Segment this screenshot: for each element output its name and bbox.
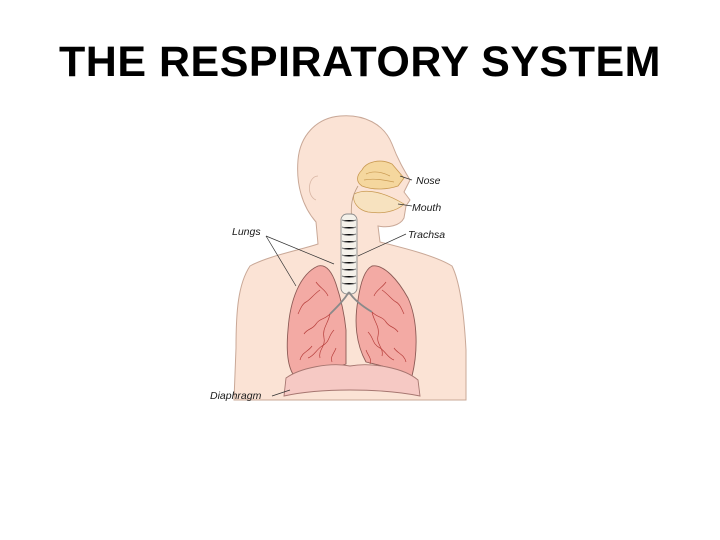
- label-mouth: Mouth: [412, 202, 441, 214]
- label-nose: Nose: [416, 175, 441, 187]
- label-trachea: Trachsa: [408, 229, 445, 241]
- label-diaphragm: Diaphragm: [210, 390, 262, 402]
- label-lungs: Lungs: [232, 226, 261, 238]
- trachea: [341, 214, 357, 294]
